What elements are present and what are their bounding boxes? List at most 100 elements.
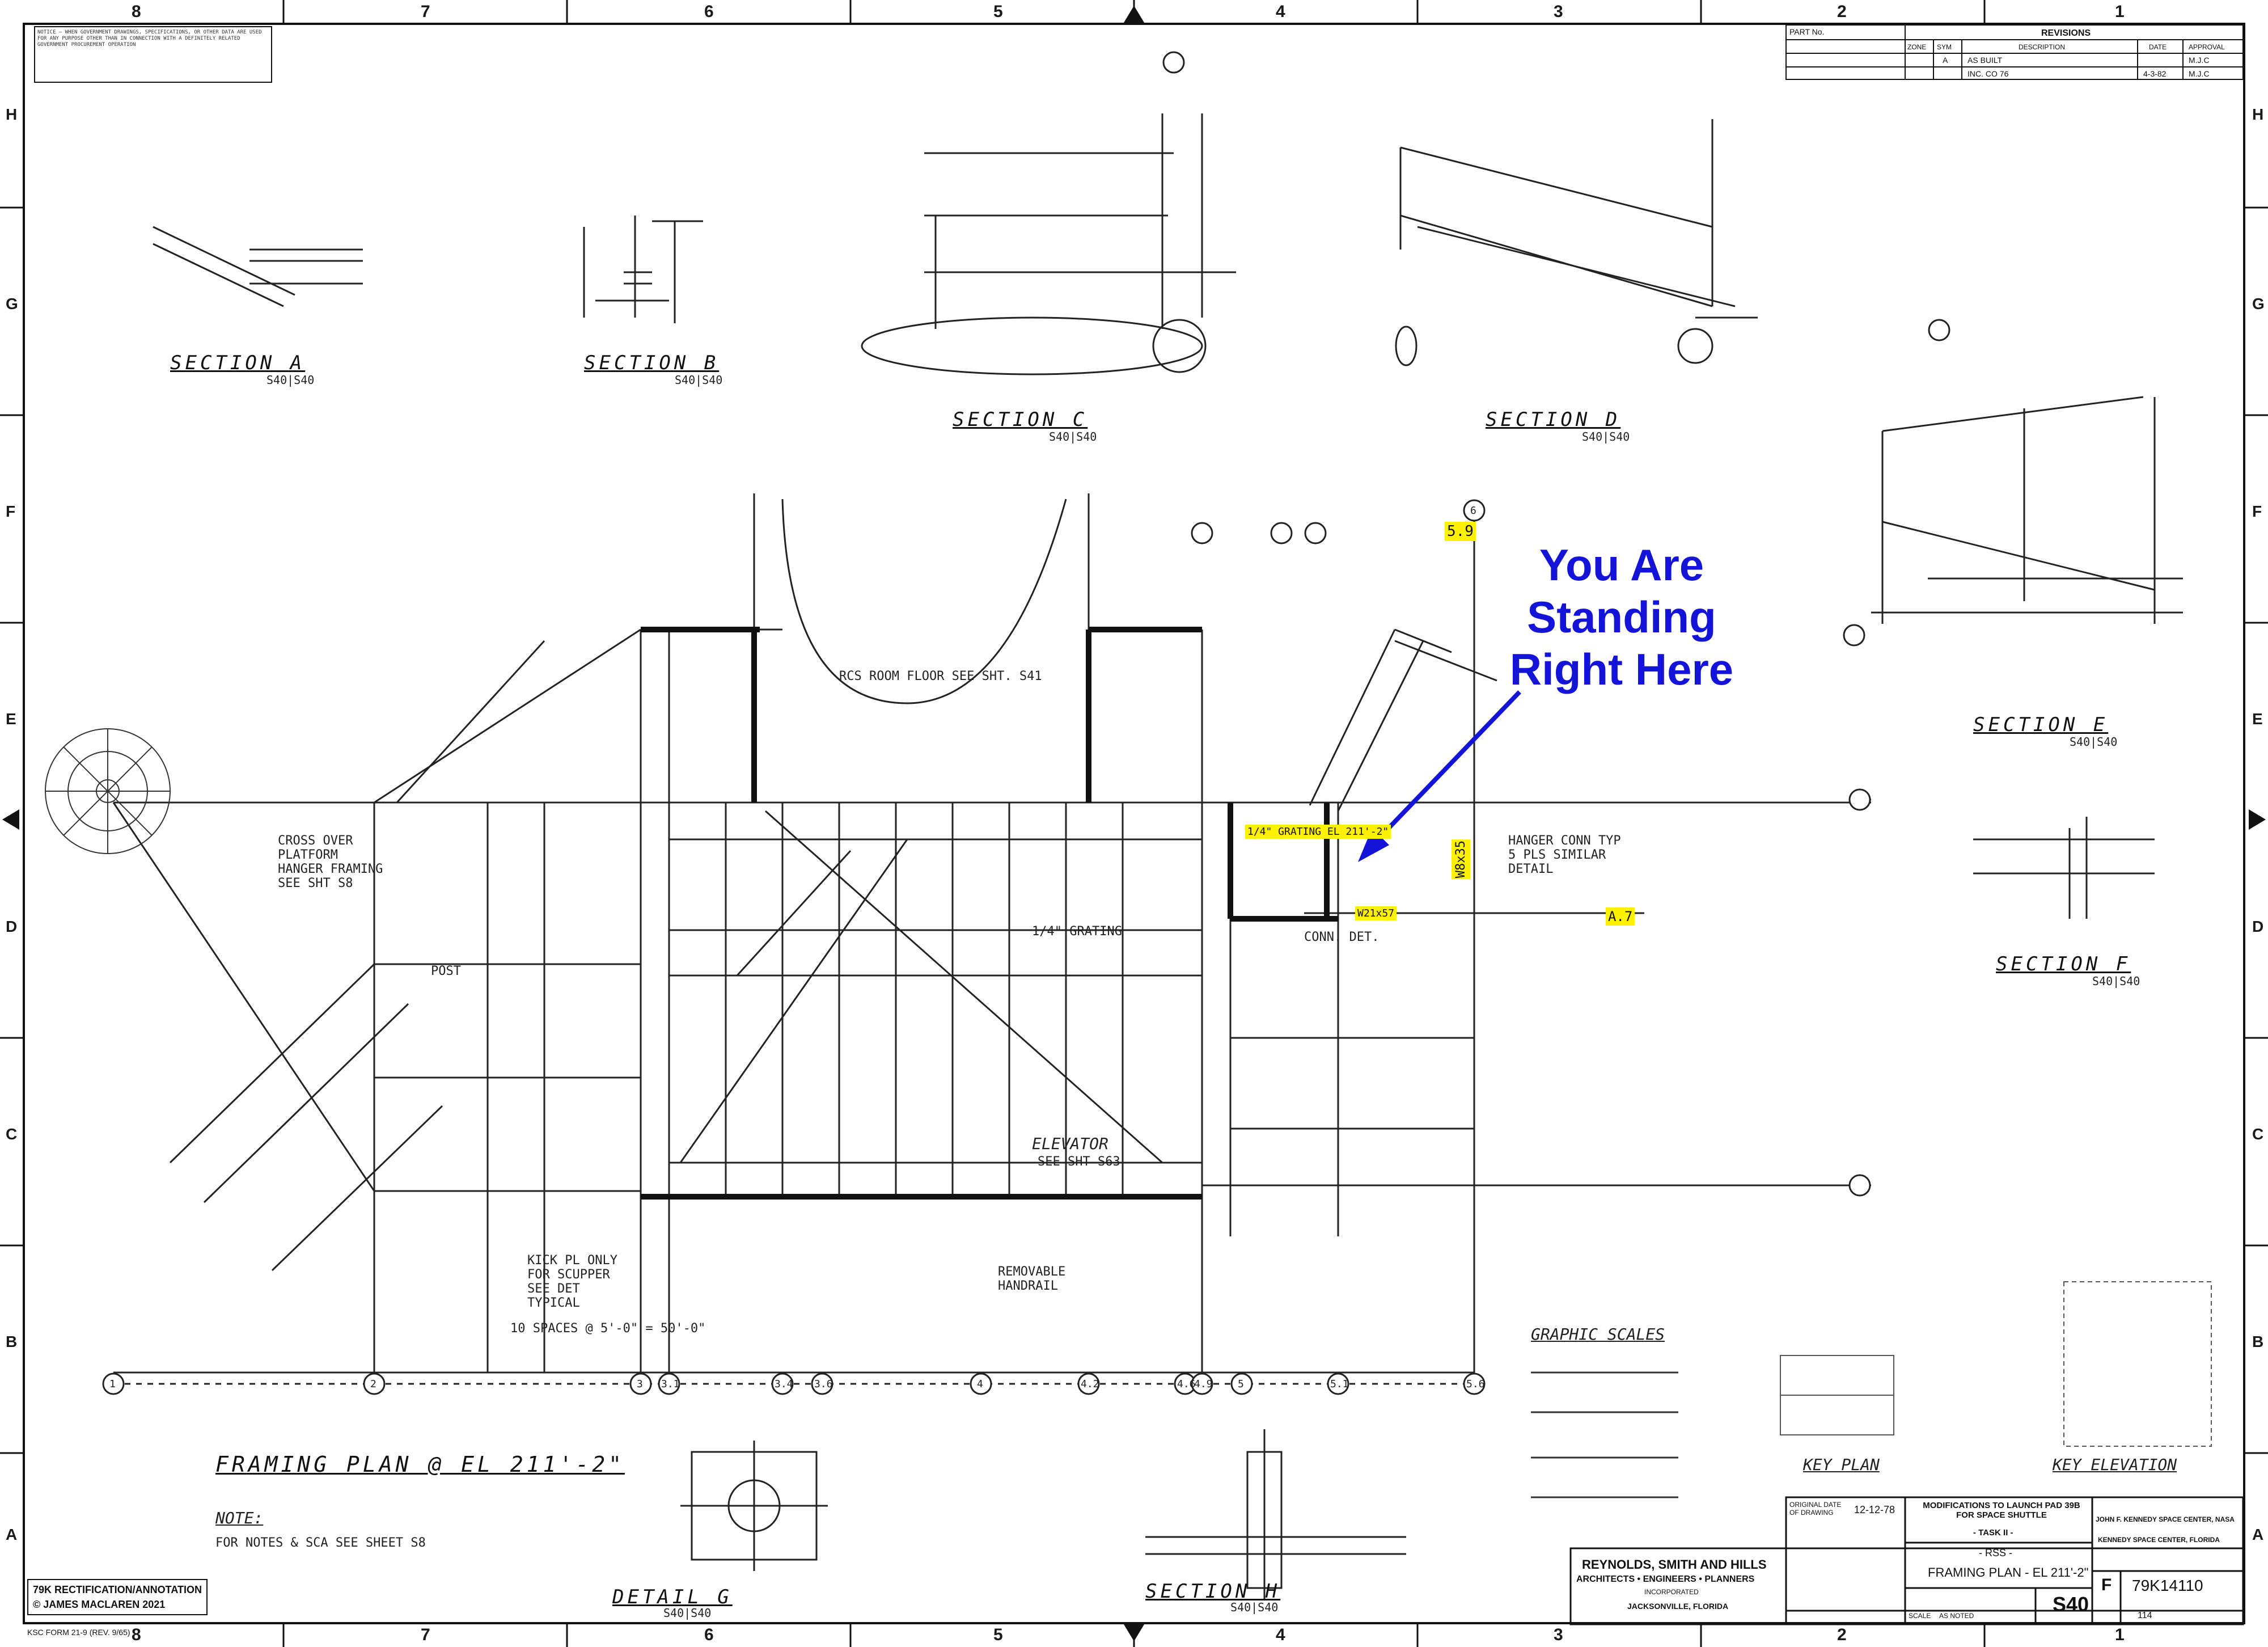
firm-name: REYNOLDS, SMITH AND HILLS <box>1582 1557 1767 1572</box>
agency-name: JOHN F. KENNEDY SPACE CENTER, NASA <box>2096 1515 2235 1523</box>
zone-g-right: G <box>2252 295 2265 312</box>
zone-5-top: 5 <box>993 2 1003 21</box>
zone-b-left: B <box>6 1333 18 1350</box>
plan-note-label: NOTE: <box>215 1509 264 1527</box>
callout-line-1: You Are <box>1539 540 1704 590</box>
plan-note-text: FOR NOTES & SCA SEE SHEET S8 <box>215 1536 426 1550</box>
firm-subtitle: ARCHITECTS • ENGINEERS • PLANNERS <box>1576 1574 1755 1584</box>
section-h-sheet: S40|S40 <box>1230 1600 1279 1614</box>
key-elevation-title: KEY ELEVATION <box>2053 1455 2177 1474</box>
zone-5-bottom: 5 <box>993 1625 1003 1644</box>
part-no-label: PART No. <box>1789 27 1825 36</box>
zone-h-right: H <box>2252 105 2264 123</box>
scale-label: SCALE <box>1909 1612 1931 1620</box>
zone-f-right: F <box>2252 502 2262 520</box>
drawing-number: 79K14110 <box>2132 1577 2203 1594</box>
rev-col-description: DESCRIPTION <box>2019 43 2066 51</box>
zone-1-top: 1 <box>2115 2 2125 21</box>
drawing-title: FRAMING PLAN - EL 211'-2" <box>1928 1565 2089 1580</box>
rev-col-approval: APPROVAL <box>2189 43 2225 51</box>
original-date-label: ORIGINAL DATE OF DRAWING <box>1789 1501 1842 1517</box>
rev-row-1-approval: M.J.C <box>2189 56 2210 65</box>
rev-row-2-desc: INC. CO 76 <box>1967 69 2009 78</box>
zone-3-bottom: 3 <box>1554 1625 1563 1644</box>
zone-6-bottom: 6 <box>704 1625 714 1644</box>
col-1: 1 <box>109 1378 116 1390</box>
highlight-gridline-a7: A.7 <box>1606 907 1635 926</box>
col-2: 2 <box>370 1378 376 1390</box>
zone-2-top: 2 <box>1837 2 1847 21</box>
attribution-box: 79K RECTIFICATION/ANNOTATION © JAMES MAC… <box>27 1579 208 1615</box>
grating-label: 1/4" GRATING <box>1032 924 1122 939</box>
elevator-label: ELEVATOR <box>1032 1134 1108 1153</box>
zone-8-top: 8 <box>132 2 141 21</box>
rev-col-date: DATE <box>2149 43 2167 51</box>
zone-a-left: A <box>6 1526 18 1543</box>
highlight-gridline-5-9: 5.9 <box>1445 522 1476 541</box>
zone-c-right: C <box>2252 1125 2264 1143</box>
rev-row-1-desc: AS BUILT <box>1967 56 2003 65</box>
highlight-beam-w21x57: W21x57 <box>1355 906 1397 920</box>
col-5-1: 5.1 <box>1330 1378 1349 1390</box>
zone-2-bottom: 2 <box>1837 1625 1847 1644</box>
section-h-title: SECTION H <box>1145 1580 1281 1603</box>
section-d-sheet: S40|S40 <box>1582 430 1630 444</box>
zone-6-top: 6 <box>704 2 714 21</box>
zone-7-bottom: 7 <box>421 1625 430 1644</box>
col-3-1: 3.1 <box>661 1378 680 1390</box>
post-label: POST <box>431 964 461 978</box>
section-b-sheet: S40|S40 <box>675 373 723 387</box>
zone-c-left: C <box>6 1125 18 1143</box>
rev-col-sym: SYM <box>1937 43 1952 51</box>
zone-8-bottom: 8 <box>132 1625 141 1644</box>
col-3-4: 3.4 <box>775 1378 793 1390</box>
callout-line-2: Standing <box>1527 592 1716 642</box>
section-f-sheet: S40|S40 <box>2092 974 2140 988</box>
section-a-title: SECTION A <box>170 352 306 374</box>
zone-3-top: 3 <box>1554 2 1563 21</box>
notice-block: NOTICE — WHEN GOVERNMENT DRAWINGS, SPECI… <box>34 26 272 83</box>
project-title: MODIFICATIONS TO LAUNCH PAD 39B FOR SPAC… <box>1923 1501 2080 1520</box>
col-5: 5 <box>1238 1378 1244 1390</box>
highlight-grating-note: 1/4" GRATING EL 211'-2" <box>1245 825 1391 839</box>
rev-col-zone: ZONE <box>1907 43 1927 51</box>
col-4-2: 4.2 <box>1081 1378 1099 1390</box>
drawing-size: F <box>2101 1576 2112 1594</box>
zone-1-bottom: 1 <box>2115 1625 2125 1644</box>
bay-spacing: 10 SPACES @ 5'-0" = 50'-0" <box>510 1321 706 1336</box>
col-4-6: 4.6 <box>1177 1378 1196 1390</box>
scale-value: AS NOTED <box>1939 1612 1974 1620</box>
zone-f-left: F <box>6 502 16 520</box>
rcs-floor-label: RCS ROOM FLOOR SEE SHT. S41 <box>839 669 1042 683</box>
firm-city: JACKSONVILLE, FLORIDA <box>1627 1602 1729 1611</box>
zone-g-left: G <box>6 295 18 312</box>
conn-det-label: CONN. DET. <box>1304 930 1380 944</box>
kick-plate-note: KICK PL ONLY FOR SCUPPER SEE DET TYPICAL <box>527 1253 617 1310</box>
detail-g-title: DETAIL G <box>612 1586 733 1608</box>
detail-g-sheet: S40|S40 <box>663 1606 712 1620</box>
zone-4-bottom: 4 <box>1276 1625 1285 1644</box>
you-are-here-callout: You Are Standing Right Here <box>1452 539 1792 695</box>
firm-inc: INCORPORATED <box>1644 1588 1699 1596</box>
highlight-beam-w8x35: W8x35 <box>1452 839 1470 880</box>
attribution-line-1: 79K RECTIFICATION/ANNOTATION <box>33 1584 202 1595</box>
elevator-ref: SEE SHT S63 <box>1038 1155 1120 1169</box>
col-4-9: 4.9 <box>1194 1378 1213 1390</box>
zone-h-left: H <box>6 105 18 123</box>
callout-line-3: Right Here <box>1509 644 1734 694</box>
sheet-number: 114 <box>2138 1611 2152 1620</box>
agency-location: KENNEDY SPACE CENTER, FLORIDA <box>2098 1536 2220 1544</box>
section-b-title: SECTION B <box>584 352 720 374</box>
task-label: - TASK II - <box>1973 1528 2013 1538</box>
col-3-6: 3.6 <box>814 1378 833 1390</box>
zone-e-right: E <box>2252 710 2263 728</box>
removable-handrail: REMOVABLE HANDRAIL <box>998 1265 1066 1293</box>
zone-d-right: D <box>2252 918 2264 935</box>
section-f-title: SECTION F <box>1996 953 2131 975</box>
section-d-title: SECTION D <box>1486 408 1621 431</box>
revisions-title: REVISIONS <box>2041 28 2091 38</box>
zone-d-left: D <box>6 918 18 935</box>
section-e-title: SECTION E <box>1973 713 2109 736</box>
rev-row-2-date: 4-3-82 <box>2143 69 2167 78</box>
